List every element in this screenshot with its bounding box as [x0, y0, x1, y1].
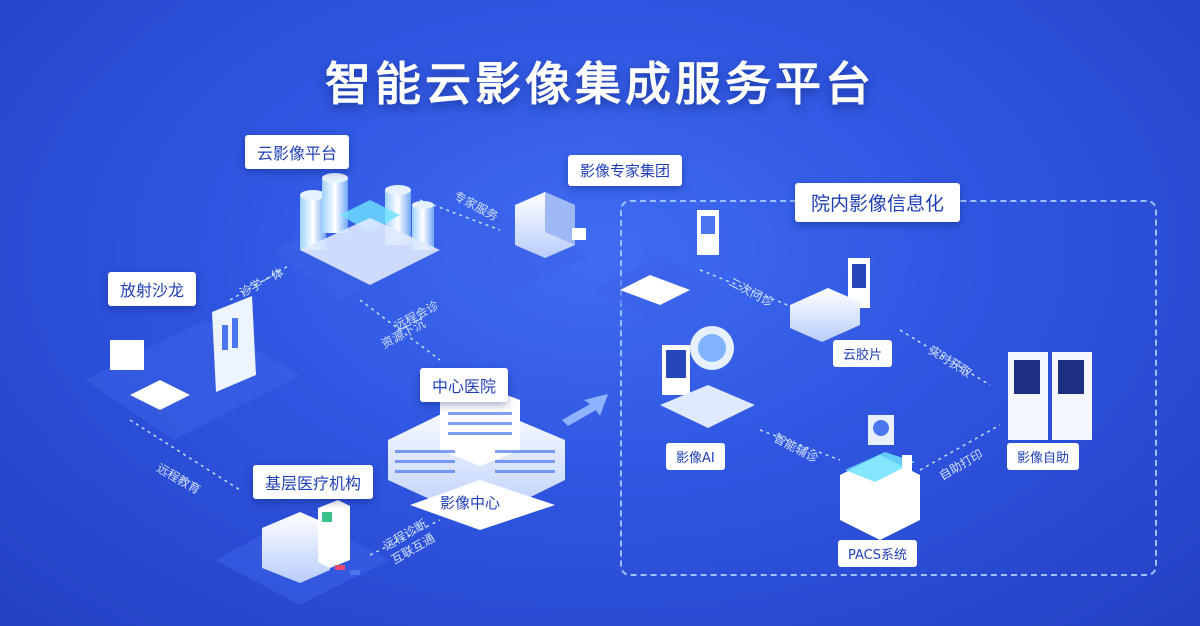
- expert-building: [515, 192, 586, 258]
- salon-board: [110, 296, 256, 410]
- grassroots-building: [262, 500, 360, 583]
- cloud-film-label: 云胶片: [833, 340, 893, 367]
- grassroots-label: 基层医疗机构: [253, 465, 374, 499]
- cloud-platform-label: 云影像平台: [245, 135, 350, 169]
- central-hospital-label: 中心医院: [420, 368, 509, 402]
- self-service-kiosks: [1008, 352, 1092, 440]
- cloud-film-device: [790, 258, 870, 342]
- in-hospital-label: 院内影像信息化: [795, 183, 961, 222]
- page-title: 智能云影像集成服务平台: [325, 57, 875, 111]
- ai-brain-device: [660, 326, 755, 428]
- radiology-salon-label: 放射沙龙: [108, 272, 197, 306]
- central-hospital-building: [388, 385, 565, 530]
- imaging-center-label: 影像中心: [440, 494, 501, 512]
- imaging-ai-label: 影像AI: [666, 443, 725, 470]
- pacs-console: [840, 415, 920, 540]
- pacs-label: PACS系统: [838, 540, 918, 567]
- flow-arrow: [562, 394, 608, 426]
- self-service-label: 影像自助: [1007, 443, 1080, 470]
- cloud-server-cylinders: [300, 173, 440, 285]
- kiosk-screens: [620, 210, 719, 305]
- expert-group-label: 影像专家集团: [568, 155, 683, 186]
